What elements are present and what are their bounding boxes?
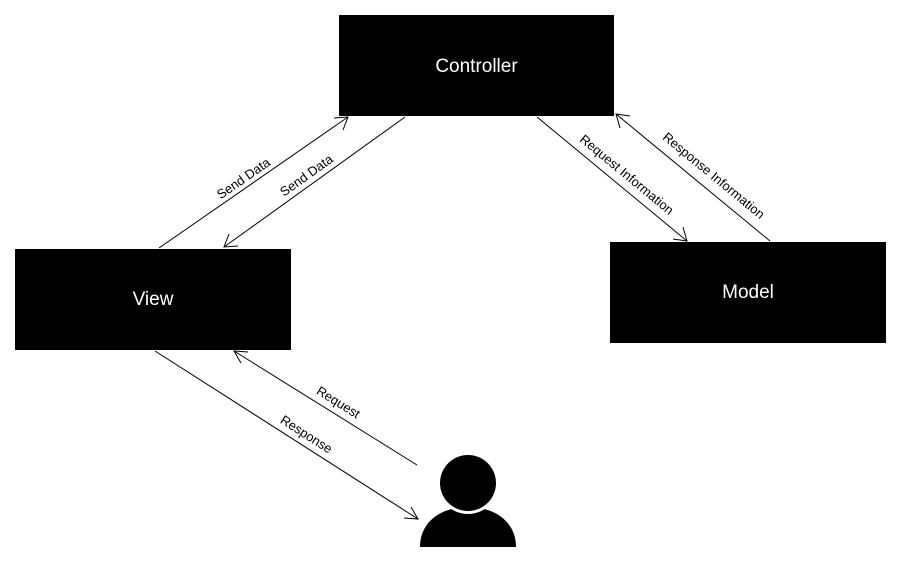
edge-label-response-information: Response Information [660, 129, 768, 221]
edge-view-to-controller: Send Data [158, 116, 349, 249]
model-node[interactable]: Model [610, 242, 886, 343]
view-label: View [133, 289, 174, 310]
view-node[interactable]: View [15, 249, 291, 350]
edge-view-to-user: Response [154, 350, 419, 520]
edge-label-response: Response [278, 412, 335, 456]
edge-label-send-data-down: Send Data [277, 151, 336, 199]
edge-label-send-data-up: Send Data [214, 154, 274, 202]
user-icon[interactable] [420, 452, 516, 547]
model-label: Model [722, 282, 774, 303]
controller-label: Controller [435, 56, 518, 77]
edge-label-request-information: Request Information [577, 131, 677, 217]
controller-node[interactable]: Controller [339, 15, 614, 116]
